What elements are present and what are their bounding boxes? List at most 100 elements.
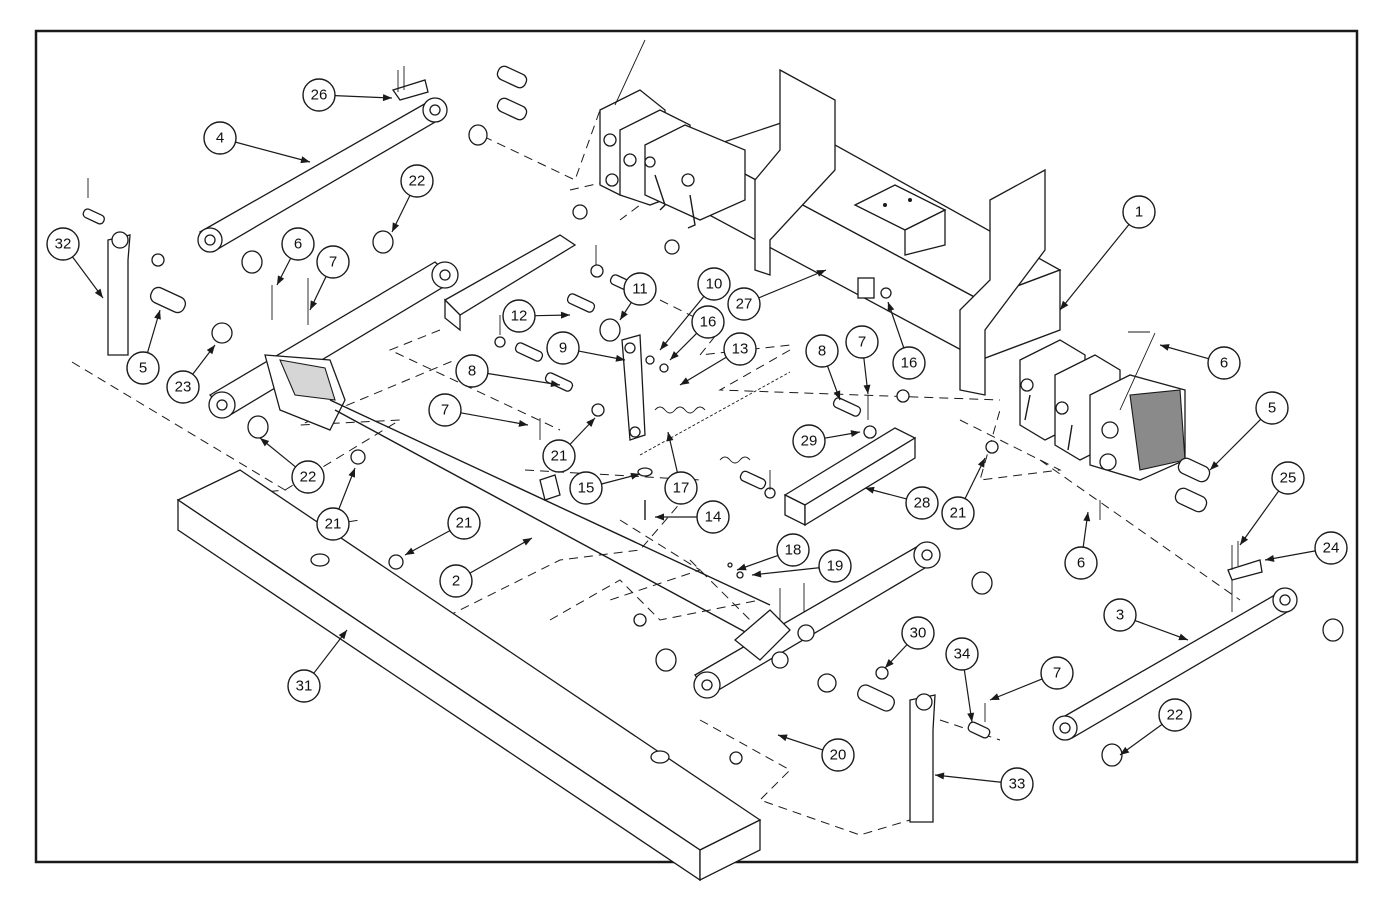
callout-number: 21 <box>950 505 967 522</box>
callout-number: 14 <box>705 509 722 526</box>
callout-number: 30 <box>910 625 927 642</box>
callout-8: 8 <box>805 334 841 401</box>
callout-circle <box>46 227 80 261</box>
callout-arrowhead <box>518 419 528 427</box>
callout-34: 34 <box>945 637 979 723</box>
callout-arrowhead <box>560 311 570 319</box>
callout-arrowhead <box>154 310 161 320</box>
callout-arrowhead <box>260 438 270 447</box>
callout-arrowhead <box>935 772 945 780</box>
callout-arrowhead <box>1083 512 1091 522</box>
callout-arrowhead <box>310 300 318 310</box>
callout-arrowhead <box>1060 300 1069 310</box>
callout-7: 7 <box>309 245 350 311</box>
main-frame-tube <box>599 68 1186 481</box>
callout-15: 15 <box>569 471 641 505</box>
callout-21: 21 <box>542 417 596 473</box>
callout-19: 19 <box>751 549 852 583</box>
callout-leader <box>313 629 348 674</box>
callout-circle <box>1064 546 1098 580</box>
callout-arrowhead <box>737 563 747 571</box>
callout-30: 30 <box>884 616 935 669</box>
callout-number: 33 <box>1009 776 1026 793</box>
callout-number: 8 <box>468 363 476 380</box>
callout-arrowhead <box>680 377 690 385</box>
callout-number: 15 <box>578 480 595 497</box>
callout-number: 13 <box>732 341 749 358</box>
callout-arrowhead <box>586 418 595 427</box>
callout-arrowhead <box>967 712 975 722</box>
callout-5: 5 <box>126 309 161 385</box>
callout-number: 7 <box>329 254 337 271</box>
callout-number: 28 <box>914 495 931 512</box>
callout-number: 6 <box>294 236 302 253</box>
callout-circle <box>291 460 325 494</box>
lower-lift-arms <box>208 234 941 699</box>
callout-circle <box>1103 598 1137 632</box>
callout-arrowhead <box>1178 633 1188 641</box>
callout-14: 14 <box>655 500 730 534</box>
callout-circle <box>1158 698 1192 732</box>
callout-arrowhead <box>94 288 103 298</box>
callout-number: 5 <box>1268 400 1276 417</box>
callout-number: 22 <box>409 173 426 190</box>
callout-23: 23 <box>166 344 216 404</box>
callout-arrowhead <box>833 390 841 400</box>
callout-number: 2 <box>452 573 460 590</box>
callout-circle <box>502 299 536 333</box>
callout-number: 19 <box>827 558 844 575</box>
callout-number: 22 <box>300 469 317 486</box>
callout-25: 25 <box>1239 461 1305 546</box>
callout-number: 25 <box>1280 470 1297 487</box>
callout-circle <box>1271 461 1305 495</box>
callout-circle <box>941 496 975 530</box>
callout-number: 31 <box>296 678 313 695</box>
center-linkage <box>621 277 892 579</box>
callout-22: 22 <box>1119 698 1192 756</box>
callout-21: 21 <box>316 467 356 541</box>
callout-arrowhead <box>850 430 860 438</box>
callout-arrowhead <box>863 384 871 394</box>
callout-arrowhead <box>300 156 310 164</box>
callout-29: 29 <box>792 424 861 458</box>
callout-10: 10 <box>659 267 731 351</box>
callout-number: 24 <box>1323 540 1340 557</box>
callout-circle <box>901 616 935 650</box>
callout-number: 18 <box>785 542 802 559</box>
callout-number: 10 <box>706 276 723 293</box>
callout-number: 6 <box>1077 555 1085 572</box>
callout-arrowhead <box>778 734 788 742</box>
callout-number: 21 <box>551 448 568 465</box>
callout-5: 5 <box>1209 391 1289 471</box>
callout-circle <box>316 507 350 541</box>
callout-8: 8 <box>455 354 561 388</box>
callout-number: 1 <box>1135 204 1143 221</box>
callout-leader <box>334 95 393 99</box>
callout-arrowhead <box>1265 554 1275 562</box>
callout-leader <box>487 372 561 386</box>
upper-links <box>197 66 1298 741</box>
callout-circle <box>697 267 731 301</box>
callout-leader <box>751 567 820 576</box>
callout-circle <box>447 506 481 540</box>
callout-number: 21 <box>456 515 473 532</box>
callout-number: 27 <box>736 296 753 313</box>
callout-leader <box>989 678 1043 701</box>
callout-number: 23 <box>175 379 192 396</box>
callout-arrowhead <box>977 458 985 468</box>
callout-number: 7 <box>858 334 866 351</box>
callout-number: 4 <box>216 130 224 147</box>
callout-6: 6 <box>1064 511 1098 580</box>
callout-circle <box>845 325 879 359</box>
callout-circle <box>400 164 434 198</box>
callout-number: 16 <box>901 355 918 372</box>
callout-22: 22 <box>259 437 325 494</box>
callout-arrowhead <box>887 302 895 312</box>
callout-number: 20 <box>830 747 847 764</box>
callout-circle <box>776 533 810 567</box>
callout-arrowhead <box>660 340 669 350</box>
callout-circle <box>1122 195 1156 229</box>
callout-number: 9 <box>559 340 567 357</box>
callout-arrowhead <box>550 380 560 388</box>
callout-leader <box>758 269 827 299</box>
